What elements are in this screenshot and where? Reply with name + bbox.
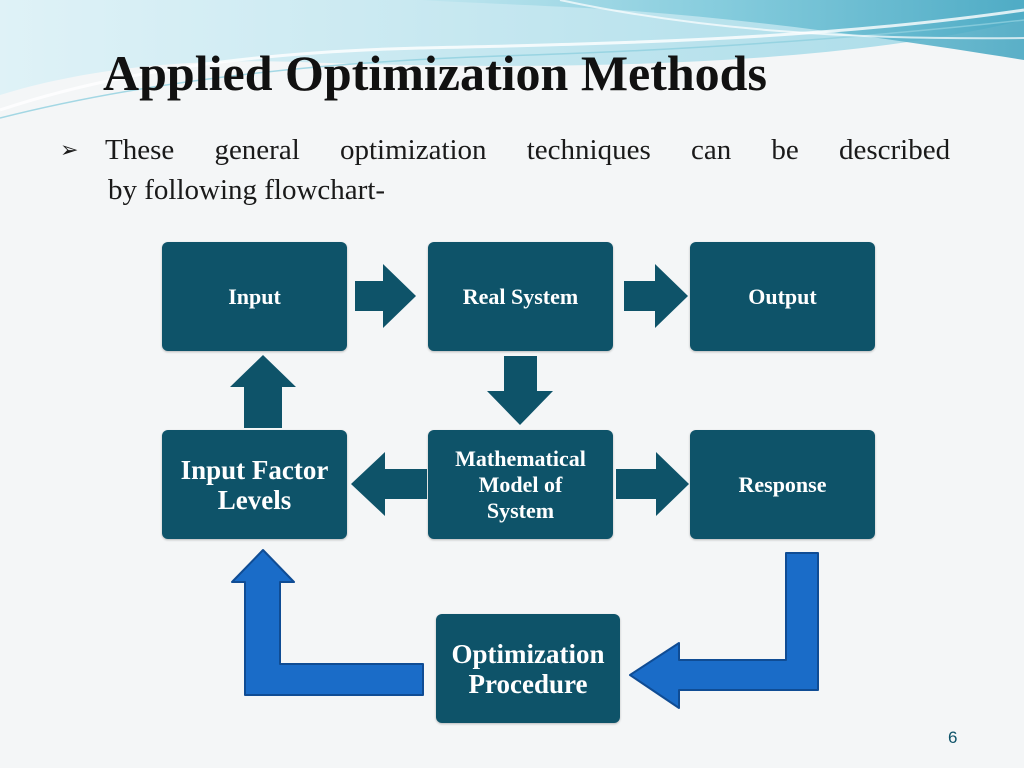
response-label: Response xyxy=(738,471,827,497)
arrow-right-icon xyxy=(355,264,416,328)
real-system-label: Real System xyxy=(462,283,579,309)
arrow-up-icon xyxy=(230,355,296,428)
feedback-arrow-left-up-icon xyxy=(231,549,424,696)
bullet-line-2: by following flowchart- xyxy=(108,174,386,206)
arrow-left-icon xyxy=(351,452,427,516)
page-number: 6 xyxy=(948,728,958,747)
input-label: Input xyxy=(228,283,281,309)
input-factor-levels-box: Input Factor Levels xyxy=(162,430,347,539)
background-swoosh xyxy=(0,0,1024,119)
output-box: Output xyxy=(690,242,875,351)
bullet-word: described xyxy=(838,134,951,166)
input-box: Input xyxy=(162,242,347,351)
mathematical-model-box: Mathematical Model of System xyxy=(428,430,613,539)
mathematical-model-label: Mathematical Model of System xyxy=(455,445,586,523)
response-box: Response xyxy=(690,430,875,539)
optimization-procedure-box: Optimization Procedure xyxy=(436,614,620,723)
feedback-arrow-down-left-icon xyxy=(629,552,819,709)
arrow-down-icon xyxy=(487,356,553,425)
bullet-line-1: These general optimization techniques ca… xyxy=(105,130,950,170)
bullet-word: can xyxy=(690,134,732,166)
bullet-word: be xyxy=(771,134,799,166)
bullet-word: These xyxy=(105,134,175,166)
input-factor-levels-label: Input Factor Levels xyxy=(180,454,329,515)
bullet-word: optimization xyxy=(339,134,487,166)
optimization-procedure-label: Optimization Procedure xyxy=(451,638,605,699)
bullet-arrow-icon: ➢ xyxy=(60,137,79,162)
output-label: Output xyxy=(748,283,817,309)
bullet-word: general xyxy=(214,134,300,166)
arrow-right-icon xyxy=(616,452,689,516)
bullet-word: techniques xyxy=(526,134,651,166)
real-system-box: Real System xyxy=(428,242,613,351)
arrow-right-icon xyxy=(624,264,688,328)
slide-title: Applied Optimization Methods xyxy=(103,45,767,101)
